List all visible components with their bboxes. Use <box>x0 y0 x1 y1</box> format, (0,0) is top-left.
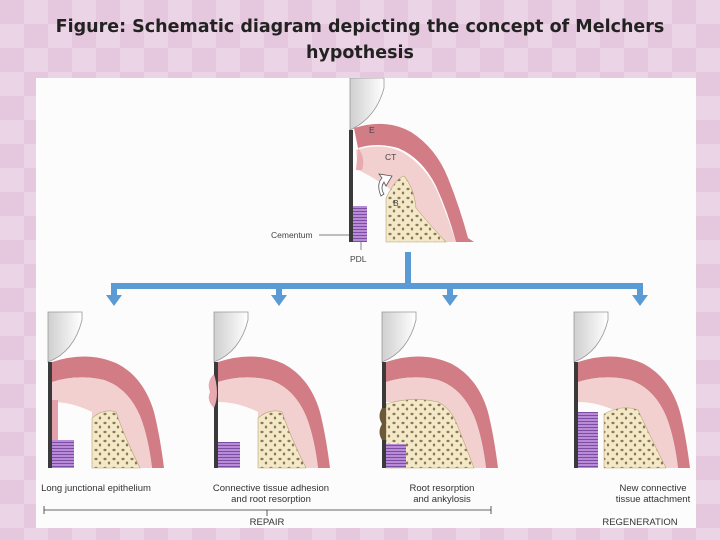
caption-3-line-2: and ankylosis <box>413 494 471 505</box>
diagram-canvas: E CT B Cementum PDL <box>41 78 691 528</box>
branch-stem <box>405 252 411 286</box>
gingiva-top <box>354 123 474 242</box>
arrowhead-2 <box>271 295 287 306</box>
root-1 <box>48 362 52 468</box>
top-schematic: E CT B Cementum PDL <box>271 78 474 264</box>
pdl-3 <box>386 444 406 468</box>
root-2 <box>214 362 218 468</box>
pdl-top <box>353 206 367 242</box>
caption-3-line-1: Root resorption <box>410 483 475 494</box>
label-b: B <box>393 198 399 208</box>
enamel-crown <box>349 78 385 131</box>
bone-1 <box>91 410 141 469</box>
repair-bracket: REPAIR <box>43 506 492 528</box>
caption-4-line-2: tissue attachment <box>616 494 691 505</box>
label-ct: CT <box>385 152 396 162</box>
gingiva-3 <box>386 356 498 468</box>
label-pdl: PDL <box>350 254 367 264</box>
gingiva-1 <box>52 356 164 468</box>
branch-drop-3 <box>447 283 453 297</box>
outcome-captions: Long junctional epithelium Connective ti… <box>41 483 691 505</box>
label-e: E <box>369 125 375 135</box>
regrowth-arrow-top <box>378 173 393 197</box>
adhesion-zone-2 <box>208 374 217 408</box>
crown-1 <box>47 311 83 363</box>
bone-2 <box>257 410 307 469</box>
label-regeneration: REGENERATION <box>602 517 677 528</box>
pdl-2 <box>218 442 240 468</box>
root-top <box>349 130 353 242</box>
caption-1-line-1: Long junctional epithelium <box>41 483 151 494</box>
arrowhead-4 <box>632 295 648 306</box>
outcome-panel-3 <box>379 311 498 469</box>
branch-drop-1 <box>111 283 117 297</box>
defect-area-top <box>356 148 364 170</box>
label-repair: REPAIR <box>250 517 285 528</box>
gingiva-2 <box>218 356 330 468</box>
new-attachment-4 <box>578 412 598 468</box>
bone-3 <box>385 399 475 469</box>
crown-4 <box>573 311 609 363</box>
caption-2-line-2: and root resorption <box>231 494 311 505</box>
slide-title-line-2: hypothesis <box>306 43 414 63</box>
gingiva-4 <box>578 356 690 468</box>
outcome-panel-1 <box>47 311 164 469</box>
branch-drop-4 <box>637 283 643 297</box>
branch-arrows <box>106 252 648 306</box>
pdl-1 <box>52 440 74 468</box>
label-cementum: Cementum <box>271 230 313 240</box>
arrowhead-1 <box>106 295 122 306</box>
root-4 <box>574 362 578 468</box>
arrowhead-3 <box>442 295 458 306</box>
caption-4-line-1: New connective <box>619 483 686 494</box>
crown-2 <box>213 311 249 363</box>
diagram-panel: E CT B Cementum PDL <box>36 78 696 528</box>
outcome-panel-2 <box>208 311 330 469</box>
resorption-zone-3 <box>379 408 386 440</box>
caption-2-line-1: Connective tissue adhesion <box>213 483 329 494</box>
crown-3 <box>381 311 417 363</box>
slide-title-line-1: Figure: Schematic diagram depicting the … <box>55 17 665 37</box>
outcome-panel-4 <box>573 311 690 469</box>
bone-top <box>385 175 447 243</box>
branch-drop-2 <box>276 283 282 297</box>
slide-title: Figure: Schematic diagram depicting the … <box>40 14 680 66</box>
bone-4 <box>603 407 667 469</box>
branch-bar <box>111 283 643 289</box>
junctional-epithelium-1 <box>52 400 58 450</box>
